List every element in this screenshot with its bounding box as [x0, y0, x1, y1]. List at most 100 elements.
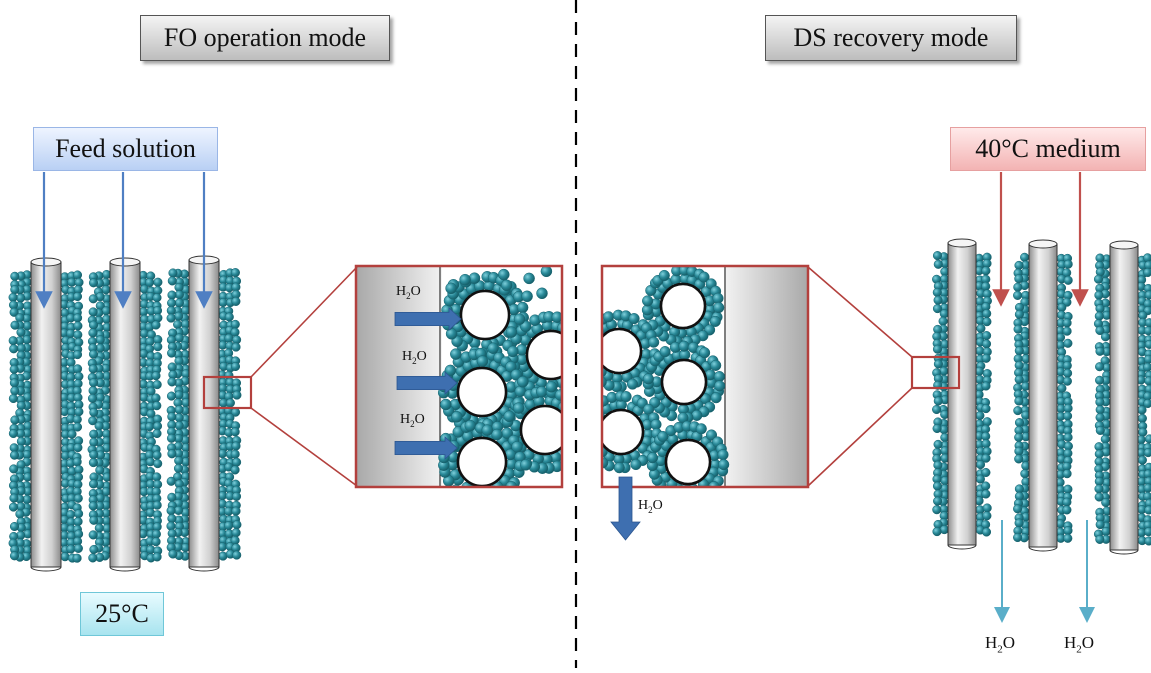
- nanoparticle: [1096, 535, 1105, 544]
- water-label-in-3: H2O: [400, 412, 425, 429]
- nanoparticle: [982, 528, 991, 537]
- nanoparticle: [73, 423, 82, 432]
- nanoparticle: [614, 462, 625, 473]
- nanoparticle: [169, 269, 178, 278]
- nanoparticle: [488, 493, 499, 504]
- feed-solution-label: Feed solution: [33, 127, 218, 171]
- nanoparticle: [89, 321, 98, 330]
- nanoparticle: [714, 371, 725, 382]
- nanoparticle: [976, 460, 985, 469]
- nanoparticle: [1021, 469, 1030, 478]
- nanoparticle: [488, 343, 499, 354]
- nanoparticle: [1063, 498, 1072, 507]
- nanoparticle: [581, 332, 592, 343]
- nanoparticle: [74, 322, 83, 331]
- nanoparticle: [1144, 326, 1151, 335]
- fo-mode-title: FO operation mode: [140, 15, 390, 61]
- nanoparticle: [1063, 412, 1072, 421]
- nanoparticle: [168, 291, 177, 300]
- nanoparticle: [933, 288, 942, 297]
- nanoparticle: [933, 497, 942, 506]
- nanoparticle: [1064, 339, 1073, 348]
- nanoparticle: [588, 354, 599, 365]
- nanoparticle: [153, 380, 162, 389]
- draw-solute-cavity: [666, 440, 710, 484]
- nanoparticle: [168, 363, 177, 372]
- nanoparticle: [977, 324, 986, 333]
- right-fiber-bundle: [932, 239, 1151, 554]
- nanoparticle: [11, 272, 20, 281]
- nanoparticle: [10, 379, 19, 388]
- nanoparticle: [96, 466, 105, 475]
- nanoparticle: [587, 406, 598, 417]
- nanoparticle: [17, 328, 26, 337]
- nanoparticle: [513, 403, 524, 414]
- nanoparticle: [89, 531, 98, 540]
- nanoparticle: [10, 522, 19, 531]
- nanoparticle: [621, 391, 632, 402]
- nanoparticle: [522, 291, 533, 302]
- nanoparticle: [154, 278, 163, 287]
- nanoparticle: [1096, 413, 1105, 422]
- nanoparticle: [932, 405, 941, 414]
- nanoparticle: [152, 321, 161, 330]
- nanoparticle: [11, 321, 20, 330]
- nanoparticle: [517, 302, 528, 313]
- nanoparticle: [591, 415, 602, 426]
- nanoparticle: [647, 452, 658, 463]
- nanoparticle: [574, 408, 585, 419]
- right-leader-top: [808, 267, 912, 357]
- fiber-bottom-edge: [189, 567, 219, 571]
- nanoparticle: [231, 450, 240, 459]
- nanoparticle: [555, 390, 566, 401]
- nanoparticle: [1064, 404, 1073, 413]
- nanoparticle: [10, 494, 19, 503]
- nanoparticle: [167, 506, 176, 515]
- nanoparticle: [1144, 484, 1151, 493]
- fiber-top-cap: [1110, 241, 1138, 249]
- draw-solute-cavity: [599, 410, 643, 454]
- hollow-fiber: [1013, 240, 1072, 551]
- nanoparticle: [1095, 376, 1104, 385]
- nanoparticle: [232, 492, 241, 501]
- nanoparticle: [16, 294, 25, 303]
- nanoparticle: [690, 492, 701, 503]
- nanoparticle: [1014, 283, 1023, 292]
- nanoparticle: [1145, 506, 1151, 515]
- nanoparticle: [939, 317, 948, 326]
- nanoparticle: [1063, 327, 1072, 336]
- nanoparticle: [983, 417, 992, 426]
- nanoparticle: [89, 279, 98, 288]
- nanoparticle: [711, 392, 722, 403]
- nanoparticle: [1139, 428, 1148, 437]
- nanoparticle: [1013, 291, 1022, 300]
- nanoparticle: [1143, 268, 1151, 277]
- draw-solute-cavity: [458, 368, 506, 416]
- nanoparticle: [73, 271, 82, 280]
- nanoparticle: [73, 554, 82, 563]
- nanoparticle: [231, 268, 240, 277]
- fiber-tube: [1110, 245, 1138, 550]
- nanoparticle: [933, 345, 942, 354]
- nanoparticle: [167, 434, 176, 443]
- nanoparticle: [1015, 346, 1024, 355]
- nanoparticle: [520, 459, 531, 470]
- nanoparticle: [933, 482, 942, 491]
- nanoparticle: [153, 553, 162, 562]
- nanoparticle: [643, 374, 654, 385]
- nanoparticle: [982, 267, 991, 276]
- nanoparticle: [681, 493, 692, 504]
- nanoparticle: [694, 491, 705, 502]
- nanoparticle: [1145, 377, 1151, 386]
- nanoparticle: [679, 341, 690, 352]
- nanoparticle: [578, 424, 589, 435]
- nanoparticle: [710, 360, 721, 371]
- nanoparticle: [1020, 253, 1029, 262]
- nanoparticle: [583, 363, 594, 374]
- nanoparticle: [89, 502, 98, 511]
- nanoparticle: [1015, 519, 1024, 528]
- nanoparticle: [631, 459, 642, 470]
- nanoparticle: [1095, 312, 1104, 321]
- nanoparticle: [89, 430, 98, 439]
